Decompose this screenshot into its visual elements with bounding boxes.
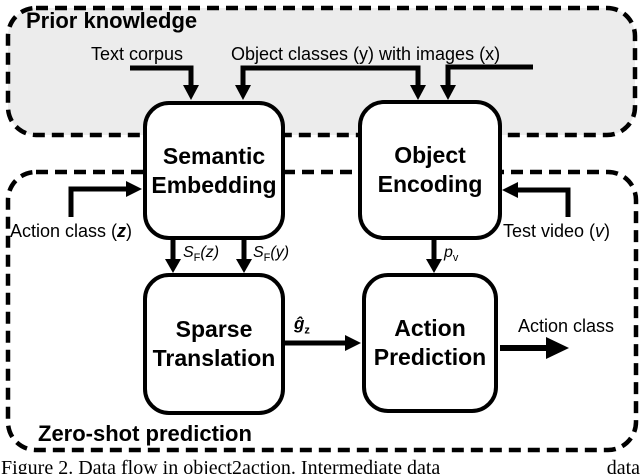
zero-shot-region-label: Zero-shot prediction [38, 421, 252, 446]
action-prediction-line2: Prediction [373, 344, 487, 370]
object-encoding-box: Object Encoding [358, 100, 502, 240]
object-encoding-line1: Object [394, 142, 466, 168]
object-classes-label: Object classes (y) with images (x) [231, 44, 501, 64]
sparse-translation-box: Sparse Translation [143, 273, 285, 415]
object-encoding-line2: Encoding [377, 171, 483, 197]
sparse-translation-line1: Sparse [175, 316, 253, 342]
action-class-input-label: Action class (z) [10, 221, 133, 241]
action-prediction-line1: Action [394, 315, 466, 341]
text-corpus-label: Text corpus [91, 44, 184, 64]
test-video-label: Test video (v) [503, 221, 611, 241]
semantic-embedding-box: Semantic Embedding [143, 101, 285, 240]
pv-label: pv [444, 244, 459, 265]
action-prediction-box: Action Prediction [362, 273, 498, 413]
gz-label: ĝz [294, 314, 310, 337]
sparse-translation-line2: Translation [152, 345, 276, 371]
prior-knowledge-region-label: Prior knowledge [26, 8, 198, 33]
zero-shot-region-outline [5, 169, 639, 453]
sfy-label: SF(y) [253, 244, 290, 265]
semantic-embedding-line1: Semantic [162, 142, 266, 169]
semantic-embedding-line2: Embedding [151, 171, 277, 198]
figure-caption-start: Figure 2. Data flow in object2action. In… [1, 457, 441, 474]
figure-caption-end: data [606, 457, 640, 474]
figure-caption: Figure 2. Data flow in object2action. In… [1, 457, 640, 474]
action-class-output-label: Action class [518, 316, 615, 336]
sfz-label: SF(z) [183, 244, 220, 265]
